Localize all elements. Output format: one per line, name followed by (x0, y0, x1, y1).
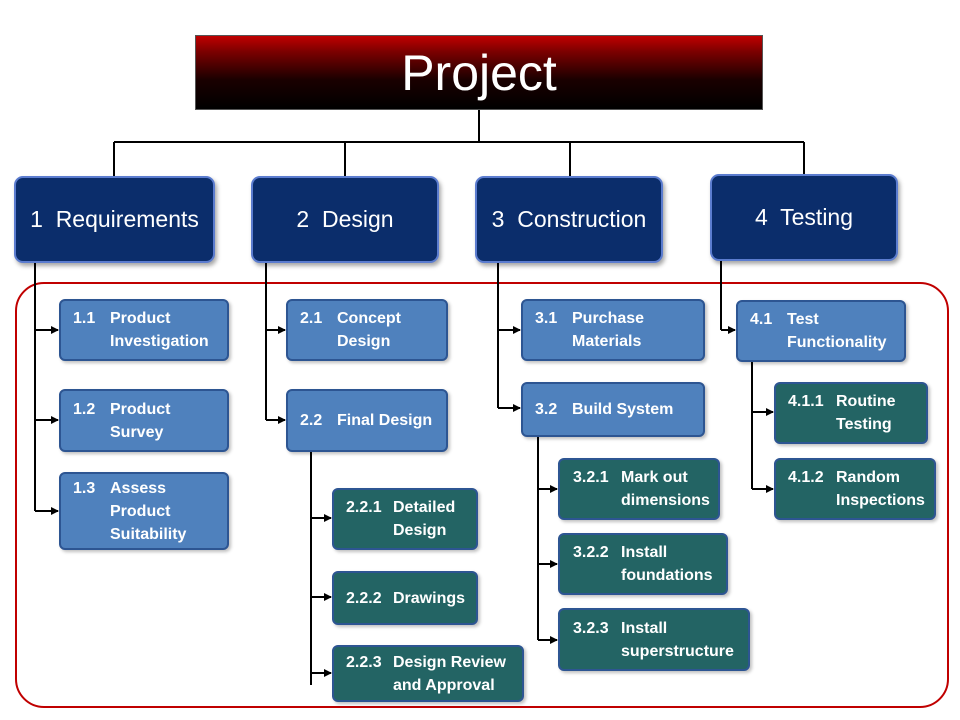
subtask-random-inspections: 4.1.2 Random Inspections (774, 458, 936, 520)
task-product-investigation: 1.1 Product Investigation (59, 299, 229, 361)
task-number: 1.1 (73, 310, 96, 327)
phase-design: 2 Design (251, 176, 439, 263)
task-number: 2.2 (300, 412, 323, 429)
task-number: 3.2 (535, 401, 558, 418)
task-number: 4.1.1 (788, 393, 824, 410)
task-number: 2.2.3 (346, 653, 382, 671)
task-number: 3.1 (535, 310, 558, 327)
task-number: 2.2.2 (346, 589, 382, 607)
subtask-routine-testing: 4.1.1 Routine Testing (774, 382, 928, 444)
task-test-functionality: 4.1 Test Functionality (736, 300, 906, 362)
subtask-mark-out-dimensions: 3.2.1 Mark out dimensions (558, 458, 720, 520)
task-product-survey: 1.2 Product Survey (59, 389, 229, 452)
task-label: Final Design (337, 412, 433, 429)
phase-testing: 4 Testing (710, 174, 898, 261)
project-title: Project (195, 35, 763, 110)
phase-requirements: 1 Requirements (14, 176, 215, 263)
task-label: Assess Product Suitability (110, 479, 187, 543)
subtask-design-review: 2.2.3 Design Review and Approval (332, 645, 524, 702)
subtask-drawings: 2.2.2 Drawings (332, 571, 478, 625)
task-number: 1.3 (73, 479, 96, 497)
task-label: Purchase Materials (572, 310, 645, 350)
subtask-detailed-design: 2.2.1 Detailed Design (332, 488, 478, 550)
task-number: 4.1.2 (788, 469, 824, 486)
task-label: Install foundations (621, 544, 713, 584)
task-number: 3.2.2 (573, 544, 609, 561)
task-number: 4.1 (750, 311, 773, 328)
task-label: Product Survey (110, 400, 171, 441)
task-label: Product Investigation (110, 310, 209, 350)
task-assess-product-suitability: 1.3 Assess Product Suitability (59, 472, 229, 550)
task-label: Drawings (393, 589, 466, 607)
task-concept-design: 2.1 Concept Design (286, 299, 448, 361)
task-label: Build System (572, 401, 674, 418)
task-label: Install superstructure (621, 619, 734, 660)
task-label: Detailed Design (393, 499, 456, 539)
task-number: 3.2.3 (573, 619, 609, 637)
subtask-install-superstructure: 3.2.3 Install superstructure (558, 608, 750, 671)
task-number: 3.2.1 (573, 469, 609, 486)
task-final-design: 2.2 Final Design (286, 389, 448, 452)
task-group-frame (15, 282, 949, 708)
task-number: 1.2 (73, 400, 96, 418)
phase-construction: 3 Construction (475, 176, 663, 263)
task-label: Mark out dimensions (621, 469, 710, 509)
task-label: Design Review and Approval (393, 653, 506, 694)
task-label: Test Functionality (787, 311, 887, 351)
task-purchase-materials: 3.1 Purchase Materials (521, 299, 705, 361)
subtask-install-foundations: 3.2.2 Install foundations (558, 533, 728, 595)
task-build-system: 3.2 Build System (521, 382, 705, 437)
task-label: Concept Design (337, 310, 401, 350)
task-label: Random Inspections (836, 469, 925, 509)
task-number: 2.2.1 (346, 499, 382, 516)
task-number: 2.1 (300, 310, 323, 327)
task-label: Routine Testing (836, 393, 896, 433)
